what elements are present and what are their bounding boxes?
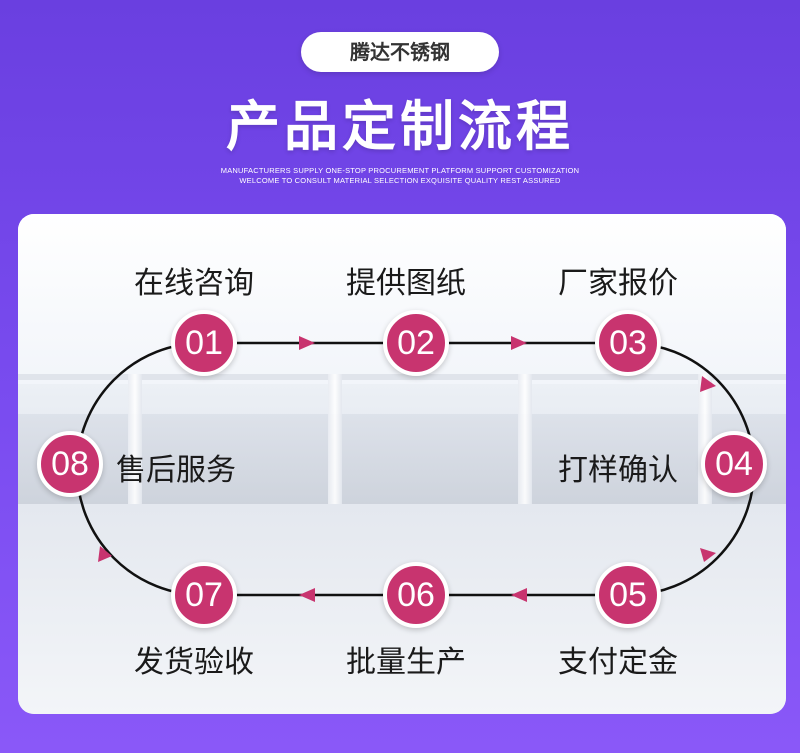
step-node-04: 04	[701, 431, 767, 497]
arrow-left-icon	[511, 588, 527, 602]
arrow-down-icon	[700, 376, 716, 392]
arrow-left-icon	[299, 588, 315, 602]
step-label-01: 在线咨询	[134, 266, 254, 301]
arrow-up-icon	[98, 546, 112, 562]
background-rail	[18, 374, 786, 380]
background-city	[18, 414, 786, 504]
step-label-08: 售后服务	[116, 453, 236, 488]
background-pillar	[518, 374, 532, 514]
page-title: 产品定制流程	[226, 95, 574, 158]
step-node-02: 02	[383, 310, 449, 376]
step-label-07: 发货验收	[134, 645, 254, 680]
step-label-02: 提供图纸	[346, 266, 466, 301]
brand-badge: 腾达不锈钢	[301, 32, 499, 72]
step-node-08: 08	[37, 431, 103, 497]
step-label-06: 批量生产	[346, 645, 466, 680]
subtitle-line-1: MANUFACTURERS SUPPLY ONE-STOP PROCUREMEN…	[220, 166, 580, 175]
step-label-05: 支付定金	[558, 645, 678, 680]
arrow-down-icon	[700, 548, 716, 562]
background-pillar	[328, 374, 342, 514]
background-pillar	[128, 374, 142, 514]
step-label-03: 厂家报价	[558, 266, 678, 301]
arrow-right-icon	[299, 336, 315, 350]
step-node-01: 01	[171, 310, 237, 376]
step-node-03: 03	[595, 310, 661, 376]
step-node-05: 05	[595, 562, 661, 628]
step-label-04: 打样确认	[558, 453, 678, 488]
step-node-06: 06	[383, 562, 449, 628]
subtitle-line-2: WELCOME TO CONSULT MATERIAL SELECTION EX…	[239, 176, 561, 185]
step-node-07: 07	[171, 562, 237, 628]
arrow-right-icon	[511, 336, 527, 350]
